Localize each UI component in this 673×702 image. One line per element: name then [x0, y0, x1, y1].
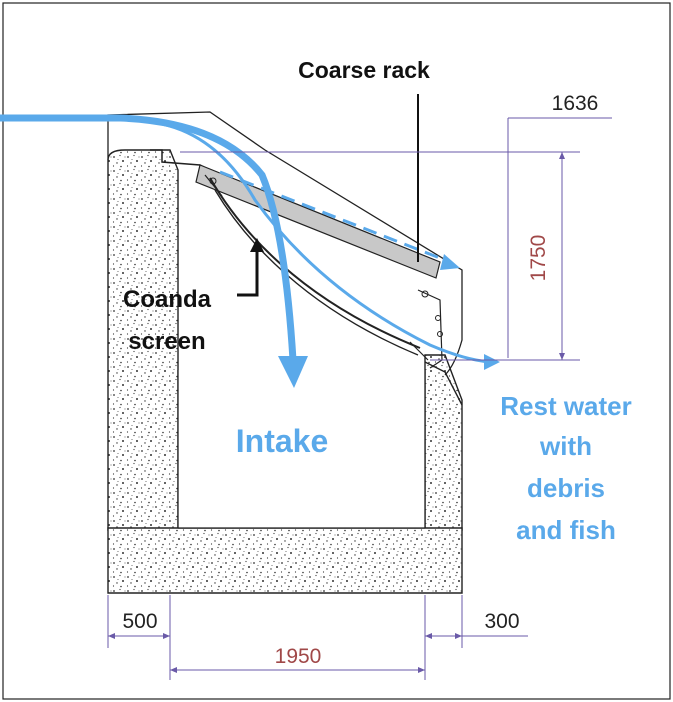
rest-water-label-line2: with [539, 431, 592, 461]
rest-water-label-line4: and fish [516, 515, 616, 545]
dim-top-elevation: 1636 [552, 92, 599, 115]
intake-label: Intake [236, 423, 328, 459]
concrete-left-wall [107, 149, 179, 531]
inflow-stream [0, 114, 297, 364]
surface-flow-arrowhead [440, 254, 460, 270]
coarse-rack-label: Coarse rack [298, 57, 430, 83]
coanda-label-line1: Coanda [123, 286, 212, 313]
dim-basin-width: 1950 [275, 645, 322, 668]
dimension-lines [107, 117, 612, 680]
concrete-right-wall [424, 354, 463, 531]
coanda-label-line2: screen [128, 328, 205, 355]
concrete-floor [107, 527, 463, 594]
screen-lower-flap [424, 361, 463, 406]
rest-water-label-line3: debris [527, 473, 605, 503]
coarse-rack-plate [195, 164, 441, 279]
dim-right-wall: 300 [484, 610, 519, 633]
surface-flow-dashed [219, 170, 451, 264]
rest-water-arrowhead [484, 354, 500, 370]
weir-cover-outline [107, 111, 463, 376]
rest-water-label-line1: Rest water [500, 391, 632, 421]
basin-interior [178, 370, 425, 528]
intake-arrowhead [278, 356, 308, 388]
screen-bolt [209, 177, 217, 185]
coanda-screen-support [204, 174, 443, 369]
screen-bolt [421, 290, 429, 298]
dim-left-wall: 500 [122, 610, 157, 633]
screen-bolt [437, 331, 443, 337]
coanda-leader-arrowhead [250, 238, 264, 252]
dim-height: 1750 [527, 235, 550, 282]
screen-bolt [435, 315, 441, 321]
overflow-stream [149, 120, 491, 364]
coanda-leader [237, 245, 259, 297]
